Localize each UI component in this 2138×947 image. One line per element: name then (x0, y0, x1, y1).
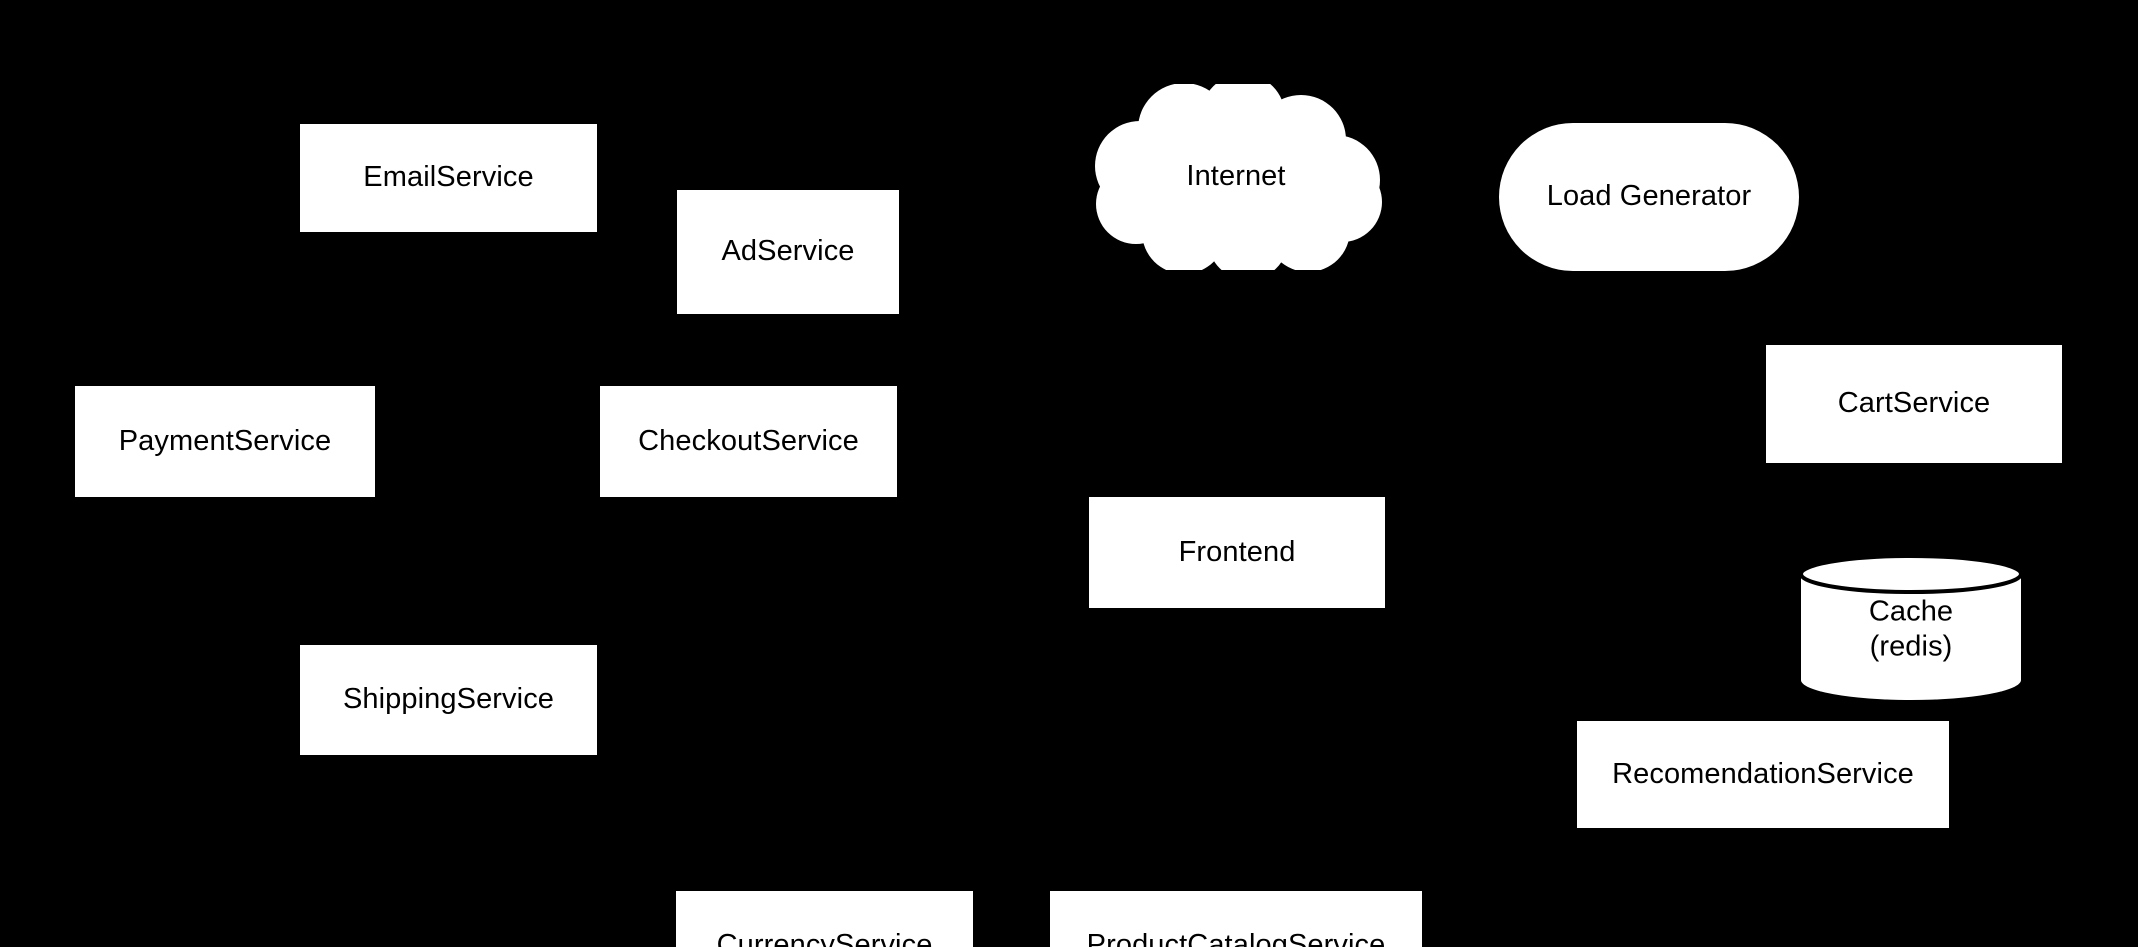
node-load-generator[interactable]: Load Generator (1499, 123, 1799, 271)
node-label-product-catalog-service: ProductCatalogService (1086, 929, 1386, 947)
node-product-catalog-service[interactable]: ProductCatalogService (1050, 891, 1422, 947)
node-label-currency-service: CurrencyService (716, 929, 933, 947)
node-ad-service[interactable]: AdService (677, 190, 899, 314)
node-cache-redis[interactable]: Cache (redis) (1799, 554, 2023, 700)
node-label-cart-service: CartService (1837, 387, 1991, 420)
node-label-payment-service: PaymentService (118, 424, 332, 457)
node-label-email-service: EmailService (363, 161, 534, 194)
node-frontend[interactable]: Frontend (1089, 497, 1385, 608)
node-label-shipping-service: ShippingService (342, 683, 555, 716)
cloud-icon (1095, 84, 1382, 270)
node-recomendation-service[interactable]: RecomendationService (1577, 721, 1949, 828)
node-shipping-service[interactable]: ShippingService (300, 645, 597, 755)
node-internet[interactable]: Internet (1088, 84, 1384, 270)
node-label-recomendation-service: RecomendationService (1612, 757, 1914, 790)
node-cart-service[interactable]: CartService (1766, 345, 2062, 463)
node-checkout-service[interactable]: CheckoutService (600, 386, 897, 497)
node-payment-service[interactable]: PaymentService (75, 386, 375, 497)
database-cylinder-icon (1799, 554, 2023, 700)
node-currency-service[interactable]: CurrencyService (676, 891, 973, 947)
node-label-cache-redis: Cache (redis) (1868, 595, 1954, 663)
node-email-service[interactable]: EmailService (300, 124, 597, 232)
node-label-frontend: Frontend (1178, 535, 1296, 568)
node-label-ad-service: AdService (721, 235, 855, 268)
node-label-load-generator: Load Generator (1546, 180, 1752, 213)
node-label-checkout-service: CheckoutService (638, 424, 859, 457)
